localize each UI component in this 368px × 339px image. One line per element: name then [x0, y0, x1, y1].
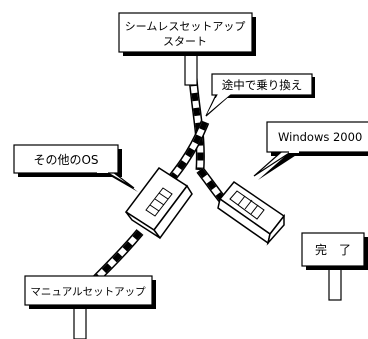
finish-sign-text: 完 了 [315, 242, 351, 257]
start-sign-line2: スタート [163, 35, 207, 48]
windows-2000-callout-text: Windows 2000 [278, 130, 362, 144]
finish-sign-board [301, 232, 365, 267]
transfer-callout-text: 途中で乗り換え [222, 78, 303, 92]
start-sign-board [118, 12, 253, 53]
manual-sign-board [24, 275, 153, 306]
windows-2000-callout: Windows 2000 [253, 121, 368, 180]
finish-sign: 完 了 [301, 232, 368, 301]
manual-setup-sign: マニュアルセットアップ [24, 275, 156, 339]
other-os-callout-text: その他のOS [33, 153, 98, 167]
start-sign-post [184, 54, 198, 86]
manual-sign-text: マニュアルセットアップ [30, 286, 146, 298]
other-os-train-car [124, 166, 193, 240]
start-sign-line1: シームレスセットアップ [125, 20, 246, 33]
windows-2000-train-car [217, 180, 286, 246]
transfer-callout: 途中で乗り換え [205, 73, 315, 117]
manual-sign-post [73, 307, 87, 339]
start-sign: シームレスセットアップ スタート [118, 12, 256, 86]
finish-sign-post [328, 267, 342, 301]
other-os-callout: その他のOS [13, 144, 138, 192]
